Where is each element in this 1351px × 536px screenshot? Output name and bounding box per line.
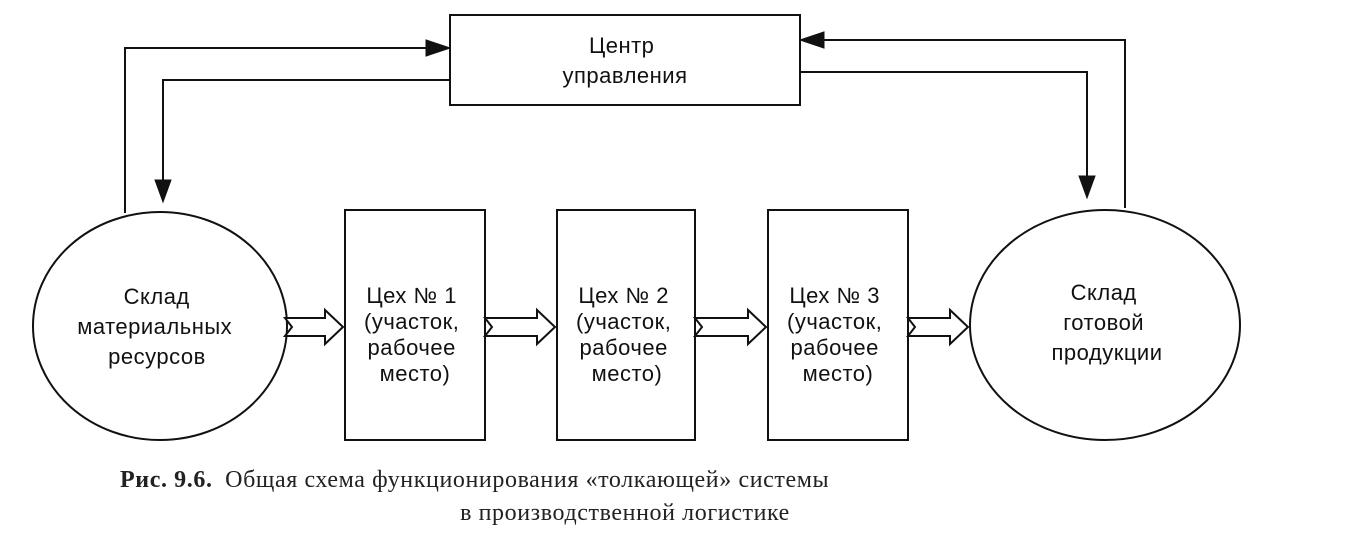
flow-arrow-shop-3-to-products (905, 307, 970, 347)
control-center-line-1: Центр (589, 33, 654, 58)
shop-2-line-2: (участок, (576, 309, 671, 334)
flow-arrow-shop-1-to-shop-2 (482, 307, 557, 347)
figure-caption-line-1: Рис. 9.6. Общая схема функционирования «… (120, 467, 829, 493)
control-center-line-2: управления (563, 63, 688, 88)
materials-warehouse-ellipse (32, 211, 288, 441)
control-to-products-arrowhead (1078, 175, 1096, 200)
figure-caption-line-2: в производственной логистике (460, 500, 790, 526)
control-to-products-line (800, 71, 1088, 186)
shop-1-line-2: (участок, (364, 309, 459, 334)
shop-1-line-3: рабочее (368, 335, 456, 360)
shop-3-line-2: (участок, (787, 309, 882, 334)
shop-1-line-4: место) (380, 361, 451, 386)
materials-to-control-arrowhead (425, 39, 452, 57)
products-warehouse-label: Склад готовой продукции (1051, 280, 1162, 365)
materials-warehouse-line-3: ресурсов (108, 344, 206, 369)
shop-2-line-3: рабочее (580, 335, 668, 360)
products-warehouse-line-3: продукции (1051, 340, 1162, 365)
materials-warehouse-label: Склад материальных ресурсов (77, 284, 239, 369)
shop-3-line-4: место) (803, 361, 874, 386)
figure-caption-label: Рис. 9.6. (120, 467, 213, 493)
flow-arrow-materials-to-shop-1 (282, 307, 345, 347)
products-warehouse-ellipse (969, 209, 1241, 441)
shop-1-label: Цех № 1 (участок, рабочее место) (364, 283, 466, 386)
control-center-box (449, 14, 801, 106)
shop-3-line-3: рабочее (791, 335, 879, 360)
shop-3-box (767, 209, 909, 441)
control-center-label: Центр управления (563, 33, 688, 88)
products-warehouse-line-1: Склад (1071, 280, 1137, 305)
shop-3-label: Цех № 3 (участок, рабочее место) (787, 283, 889, 386)
products-to-control-line (812, 39, 1126, 208)
flow-arrow-shop-2-to-shop-3 (692, 307, 768, 347)
shop-1-line-1: Цех № 1 (366, 283, 457, 308)
figure-caption-title: Общая схема функционирования «толкающей»… (225, 467, 829, 493)
shop-2-line-1: Цех № 2 (578, 283, 669, 308)
materials-warehouse-line-2: материальных (77, 314, 232, 339)
control-to-materials-line (162, 79, 450, 190)
shop-2-line-4: место) (592, 361, 663, 386)
shop-2-box (556, 209, 696, 441)
products-to-control-arrowhead (798, 31, 825, 49)
control-to-materials-arrowhead (154, 179, 172, 204)
materials-to-control-line (124, 47, 440, 213)
products-warehouse-line-2: готовой (1063, 310, 1144, 335)
materials-warehouse-line-1: Склад (124, 284, 190, 309)
shop-2-label: Цех № 2 (участок, рабочее место) (576, 283, 678, 386)
shop-1-box (344, 209, 486, 441)
shop-3-line-1: Цех № 3 (789, 283, 880, 308)
